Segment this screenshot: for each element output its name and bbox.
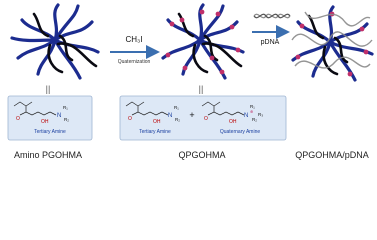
qpgohma-polymer	[161, 3, 245, 80]
qpgohma-pdna-complex	[291, 5, 374, 82]
svg-text:R₂: R₂	[64, 117, 69, 122]
tertiary-quaternary-structure-box: O OH N R₁ R₂ Tertiary Amine + O OH N ⊕ R…	[119, 95, 287, 141]
equivalence-mark-left: ||	[46, 84, 51, 94]
plus-sign: +	[189, 110, 194, 120]
svg-text:OH: OH	[229, 119, 237, 125]
scheme-diagram: CH₃I Quaternization pDNA	[7, 3, 374, 160]
reagent-ch3i: CH₃I	[125, 35, 142, 44]
label-qpgohma: QPGOHMA	[178, 150, 225, 160]
svg-text:OH: OH	[41, 119, 49, 125]
svg-text:OH: OH	[153, 119, 161, 125]
svg-text:R₃: R₃	[258, 112, 263, 117]
svg-text:N: N	[57, 113, 61, 119]
svg-text:N: N	[244, 113, 248, 119]
svg-text:O: O	[16, 116, 20, 122]
svg-text:R₂: R₂	[175, 117, 180, 122]
svg-text:R₁: R₁	[63, 105, 68, 110]
reagent-pdna: pDNA	[261, 39, 280, 46]
quaternization-label: Quaternization	[118, 59, 151, 65]
svg-text:⊕: ⊕	[250, 109, 253, 114]
tertiary-amine-caption: Tertiary Amine	[34, 129, 66, 135]
amino-pgohma-polymer	[10, 3, 100, 80]
label-amino-pgohma: Amino PGOHMA	[14, 150, 82, 160]
label-qpgohma-pdna: QPGOHMA/pDNA	[295, 150, 369, 160]
svg-text:R₁: R₁	[174, 105, 179, 110]
tertiary-amine-caption-middle: Tertiary Amine	[139, 129, 171, 135]
svg-text:N: N	[168, 113, 172, 119]
svg-text:R₁: R₁	[250, 104, 255, 109]
svg-text:O: O	[128, 116, 132, 122]
svg-text:R₂: R₂	[252, 117, 257, 122]
scheme-canvas: CH₃I Quaternization pDNA	[7, 3, 374, 160]
equivalence-mark-middle: ||	[199, 84, 204, 94]
tertiary-amine-structure-box: O OH N R₁ R₂ Tertiary Amine	[7, 95, 93, 141]
svg-text:O: O	[204, 116, 208, 122]
pdna-helix-icon	[253, 13, 291, 19]
quaternary-amine-caption: Quaternary Amine	[220, 129, 261, 135]
